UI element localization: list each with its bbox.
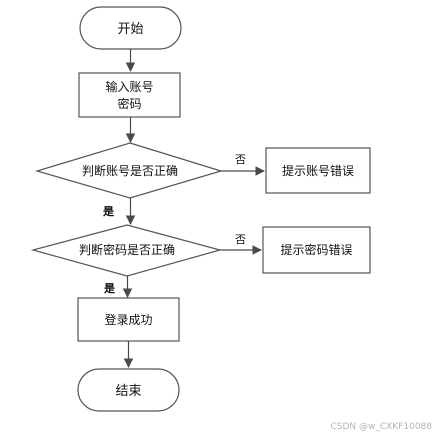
password-error-label: 提示密码错误 — [280, 242, 352, 257]
input-label-line2: 密码 — [117, 96, 141, 111]
end-node: 结束 — [77, 368, 180, 412]
yes-label-account: 是 — [102, 205, 115, 218]
check-password-label: 判断密码是否正确 — [79, 242, 175, 257]
watermark-text: CSDN @w_CXKF10088 — [330, 422, 432, 432]
login-success-label: 登录成功 — [104, 312, 152, 327]
login-success-node: 登录成功 — [77, 297, 180, 342]
input-label-line1: 输入账号 — [105, 79, 153, 94]
yes-label-password: 是 — [103, 282, 116, 295]
no-label-password: 否 — [235, 233, 246, 246]
check-account-label: 判断账号是否正确 — [82, 163, 178, 178]
start-node: 开始 — [79, 6, 182, 50]
no-label-account: 否 — [235, 153, 246, 166]
account-error-node: 提示账号错误 — [265, 147, 371, 194]
password-error-node: 提示密码错误 — [262, 226, 371, 274]
input-node: 输入账号 密码 — [78, 72, 181, 118]
check-account-decision: 判断账号是否正确 — [34, 142, 224, 199]
check-password-decision: 判断密码是否正确 — [30, 224, 223, 277]
end-label: 结束 — [115, 384, 141, 399]
start-label: 开始 — [117, 22, 143, 37]
account-error-label: 提示账号错误 — [282, 163, 354, 178]
